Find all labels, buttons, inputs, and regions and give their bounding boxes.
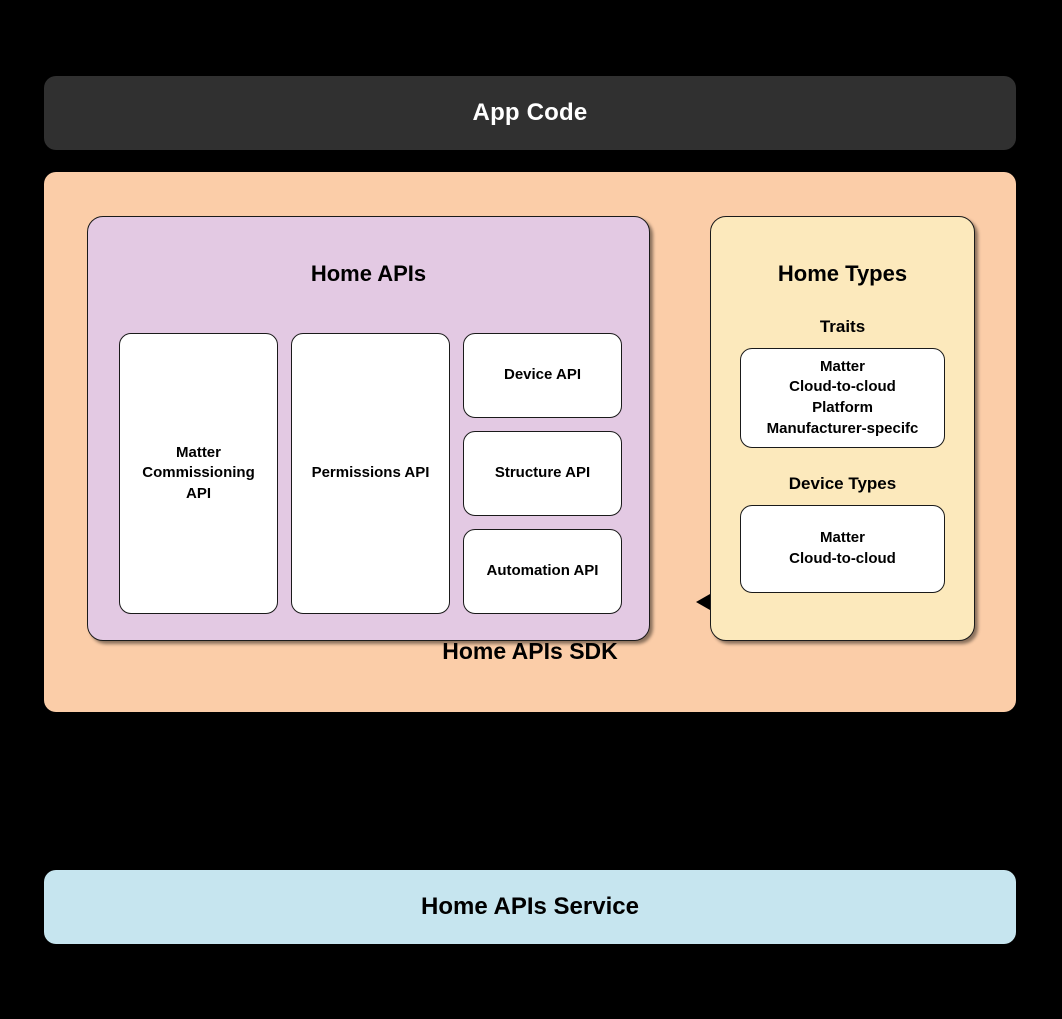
device-type-item: Matter [819, 529, 865, 547]
home-apis-sdk-label: Home APIs SDK [442, 638, 618, 664]
home-types-content: Home Types Traits Matter Cloud-to-cloud … [711, 261, 974, 593]
app-code-block: App Code [44, 76, 1016, 150]
permissions-api-box: Permissions API [291, 333, 450, 614]
device-types-box: Matter Cloud-to-cloud [740, 505, 945, 593]
device-api-box: Device API [463, 333, 622, 418]
app-code-label: App Code [472, 99, 588, 126]
traits-heading: Traits [819, 317, 866, 336]
trait-item: Manufacturer-specifc [766, 419, 919, 437]
home-apis-service-block: Home APIs Service [44, 870, 1016, 944]
trait-item: Platform [812, 399, 873, 416]
traits-box: Matter Cloud-to-cloud Platform Manufactu… [740, 348, 945, 448]
home-types-panel: Home Types Traits Matter Cloud-to-cloud … [710, 216, 975, 641]
home-apis-title: Home APIs [310, 261, 427, 286]
trait-item: Cloud-to-cloud [789, 378, 896, 396]
home-types-title: Home Types [777, 261, 908, 286]
device-types-heading: Device Types [788, 474, 897, 493]
home-apis-service-label: Home APIs Service [421, 893, 639, 920]
api-stack-column: Device API Structure API Automation API [463, 333, 622, 614]
permissions-column: Permissions API [291, 333, 450, 614]
device-type-item: Cloud-to-cloud [789, 550, 896, 567]
structure-api-box: Structure API [463, 431, 622, 516]
trait-item: Matter [819, 357, 865, 375]
automation-api-box: Automation API [463, 529, 622, 614]
